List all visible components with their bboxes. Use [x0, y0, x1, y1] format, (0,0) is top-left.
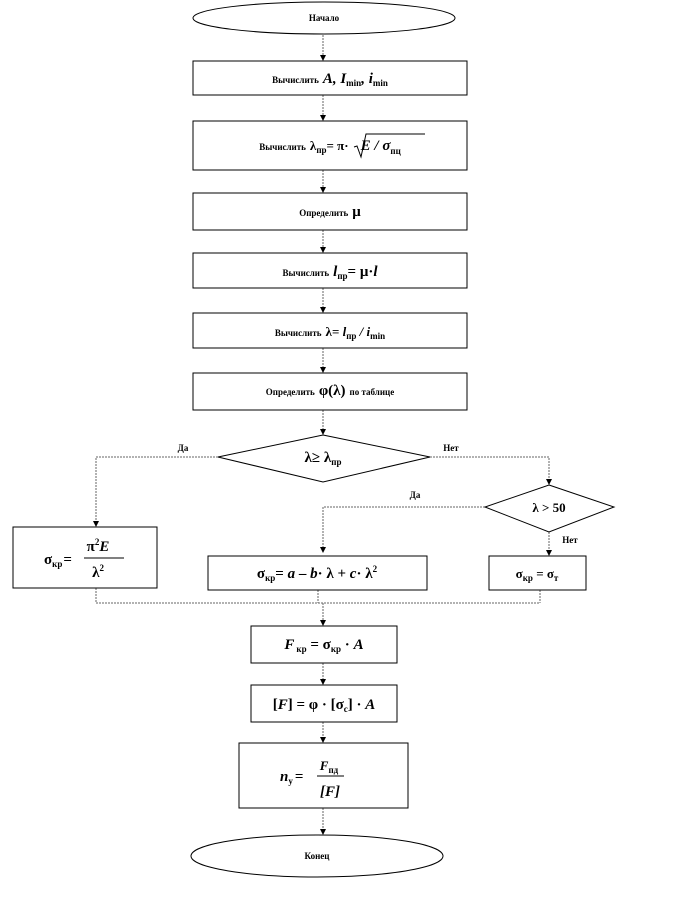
decision-main-yes-label: Да [178, 443, 189, 453]
yield-text: σкр = σт [516, 566, 559, 583]
formula-euler: σкр= π2E λ2 [12, 526, 158, 589]
euler-numerator: π2E [87, 537, 110, 555]
decision-main-no-label: Нет [443, 443, 459, 453]
safety-denominator: [F] [320, 784, 340, 800]
euler-lhs: σкр= [44, 552, 72, 569]
decision-lambda-ge-lambda-pr: λ≥ λпр Да Нет [178, 434, 459, 483]
start-label: Начало [309, 13, 340, 23]
formula-yield: σкр = σт [488, 555, 587, 591]
decision-main-text: λ≥ λпр [305, 450, 342, 467]
decision-50-no-label: Нет [562, 535, 578, 545]
formula-yasinsky: σкр= a – b· λ + c· λ2 [207, 555, 428, 591]
connectors [95, 35, 550, 832]
start-terminator: Начало [192, 1, 456, 35]
formula-safety-factor: nу= Fпд [F] [238, 742, 409, 809]
yasinsky-text: σкр= a – b· λ + c· λ2 [257, 564, 378, 583]
end-terminator: Конец [190, 834, 444, 878]
sqrt-sign [353, 133, 425, 159]
end-label: Конец [305, 851, 331, 861]
euler-denominator: λ2 [92, 563, 104, 581]
decision-50-yes-label: Да [410, 490, 421, 500]
decision-lambda-gt-50: λ > 50 Да Нет [410, 484, 616, 545]
safety-lhs: nу= [280, 769, 303, 786]
decision-50-text: λ > 50 [532, 500, 565, 515]
arrowheads [93, 55, 552, 835]
allowable-force-text: [F] = φ · [σс] · A [273, 697, 376, 714]
formula-allowable-force: [F] = φ · [σс] · A [250, 684, 398, 723]
safety-numerator: Fпд [319, 758, 339, 775]
